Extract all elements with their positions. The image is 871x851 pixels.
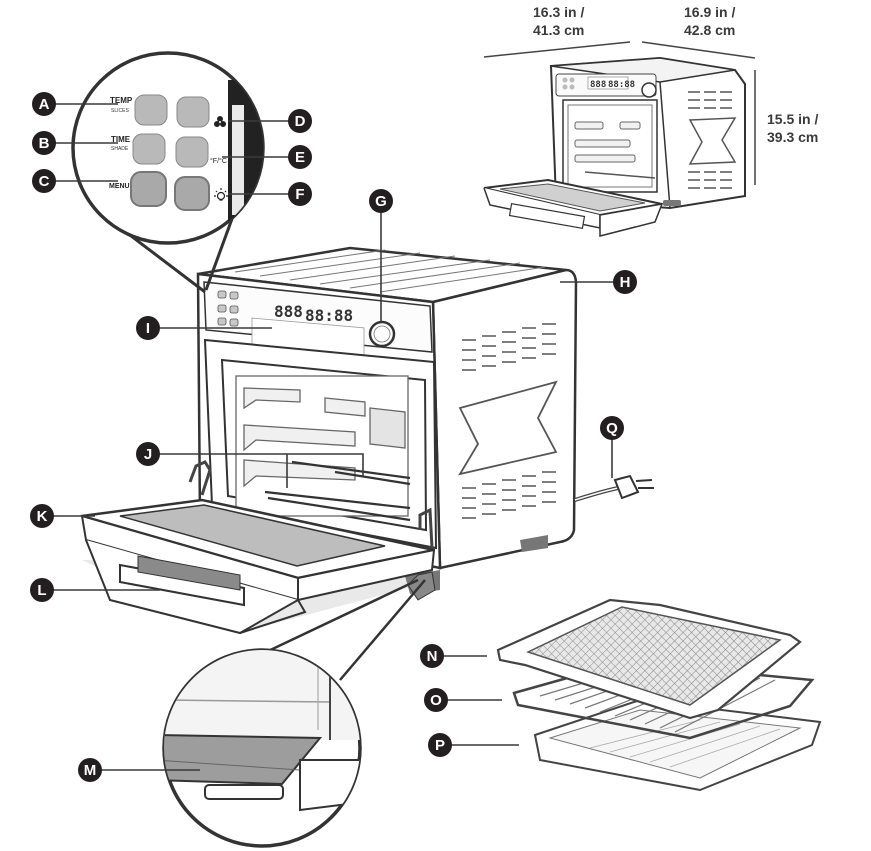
callout-a: A [32,92,56,116]
power-cord [574,474,654,502]
height-label-in: 15.5 in / [767,111,818,127]
small-oven-dimension-view: 16.3 in / 41.3 cm 16.9 in / 42.8 cm 15.5… [483,4,818,237]
callout-e: E [288,145,312,169]
fan-icon [214,116,226,127]
time-button [132,133,166,165]
depth-label-in: 16.3 in / [533,4,584,20]
height-label-cm: 39.3 cm [767,129,818,145]
svg-text:J: J [144,446,152,463]
temp-button [134,94,168,126]
svg-text:D: D [295,113,306,130]
svg-text:G: G [375,193,387,210]
small-display-left: 888 [590,80,606,90]
callout-i: I [136,316,160,340]
callout-k: K [30,504,54,528]
control-dial [368,320,396,348]
svg-text:C: C [39,173,50,190]
temp-sub-label: SLICES [111,108,129,114]
callout-p: P [428,733,452,757]
temp-label: TEMP [110,96,133,105]
callout-d: D [288,109,312,133]
svg-text:M: M [84,762,97,779]
temp-unit-button [175,136,209,168]
callout-c: C [32,169,56,193]
svg-text:Q: Q [606,420,618,437]
accessories [496,598,822,792]
callout-m: M [78,758,102,782]
svg-text:E: E [295,149,305,166]
width-label-cm: 42.8 cm [684,22,735,38]
oven-interior [235,375,409,517]
svg-text:O: O [430,692,442,709]
svg-text:I: I [146,320,150,337]
leader-lines [42,103,620,771]
fan-button [176,96,210,128]
main-oven: 888 88:88 [80,246,578,635]
light-bulb-icon [214,188,228,201]
door-foot [204,784,284,800]
svg-text:N: N [427,648,438,665]
callout-f: F [288,182,312,206]
svg-text:P: P [435,737,445,754]
front-buttons [217,290,239,327]
depth-label-cm: 41.3 cm [533,22,584,38]
callout-j: J [136,442,160,466]
light-button [174,176,210,211]
depth-dimension-line [483,41,631,58]
heating-elements [264,460,411,522]
display-right-digits: 88:88 [305,306,353,325]
callout-o: O [424,688,448,712]
time-label: TIME [111,135,131,144]
width-dimension-line [641,41,756,59]
small-display-right: 88:88 [608,80,635,90]
temp-unit-label: °F/°C [210,157,227,165]
callout-g: G [369,189,393,213]
menu-label: MENU [109,183,130,190]
svg-text:K: K [37,508,48,525]
time-sub-label: SHADE [111,146,129,152]
svg-text:B: B [39,135,50,152]
svg-text:H: H [620,274,631,291]
callout-l: L [30,578,54,602]
door-glass [119,504,386,567]
side-vents [458,323,558,519]
display-left-digits: 888 [274,302,303,321]
callout-h: H [613,270,637,294]
callout-b: B [32,131,56,155]
width-label-in: 16.9 in / [684,4,735,20]
menu-button [130,171,167,207]
control-panel-magnifier: TEMP SLICES TIME SHADE MENU °F/°C [71,51,265,294]
callout-q: Q [600,416,624,440]
callout-n: N [420,644,444,668]
svg-text:F: F [295,186,304,203]
svg-text:A: A [39,96,50,113]
svg-text:L: L [37,582,46,599]
